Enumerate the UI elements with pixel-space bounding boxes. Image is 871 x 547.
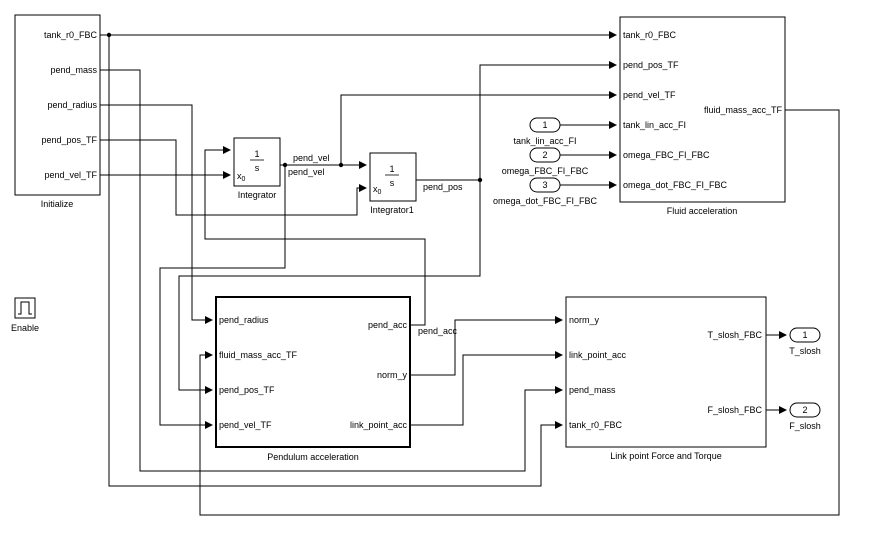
port-in-pend-mass: pend_mass [569,385,616,395]
outport-2[interactable]: 2 F_slosh [789,402,821,431]
block-title: Integrator [238,190,277,200]
branch-dot [106,32,112,38]
port-pend-pos-tf: pend_pos_TF [41,135,97,145]
pulse-icon [18,301,32,315]
port-pend-mass: pend_mass [50,65,97,75]
port-in-norm-y: norm_y [569,315,600,325]
port-tank-r0-fbc: tank_r0_FBC [44,30,98,40]
port-out-f-slosh-fbc: F_slosh_FBC [707,405,762,415]
wire-tank-r0-to-link[interactable] [108,35,563,487]
port-in-link-point-acc: link_point_acc [569,350,627,360]
wire-pend-acc-integrator[interactable] [204,146,426,326]
signal-label-pend-pos: pend_pos [423,182,463,192]
fluid-acceleration-block[interactable]: tank_r0_FBC pend_pos_TF pend_vel_TF tank… [619,16,786,216]
svg-text:1: 1 [542,120,547,130]
port-in-fluid-mass-acc: fluid_mass_acc_TF [219,350,298,360]
wire-link-point-acc[interactable] [410,351,563,426]
svg-text:2: 2 [542,150,547,160]
wire-pend-radius[interactable] [100,104,213,324]
outport-label: T_slosh [789,346,821,356]
wire-pend-mass[interactable] [100,69,563,472]
port-out-t-slosh-fbc: T_slosh_FBC [707,330,762,340]
inport-2[interactable]: 2 omega_FBC_FI_FBC [502,147,589,176]
svg-text:3: 3 [542,180,547,190]
port-in-pend-pos-tf: pend_pos_TF [623,60,679,70]
wire-pend-pos-tf-ic[interactable] [100,139,367,216]
integrator1-block[interactable]: 1 s x0 Integrator1 [369,152,417,215]
wire-pend-vel-fluid[interactable] [340,91,617,165]
port-out-fluid-mass-acc: fluid_mass_acc_TF [704,105,783,115]
initialize-block[interactable]: tank_r0_FBC pend_mass pend_radius pend_p… [14,14,101,209]
branch-dot [338,162,344,168]
wire-pend-acc-link[interactable] [410,316,563,376]
svg-text:1: 1 [802,330,807,340]
ic-label: x0 [373,184,382,196]
inport-1[interactable]: 1 tank_lin_acc_FI [513,117,577,146]
port-in-tank-r0-fbc: tank_r0_FBC [623,30,677,40]
block-title: Initialize [41,199,74,209]
wire-pend-pos-pendulum[interactable] [178,180,481,394]
port-in-pend-vel-tf: pend_vel_TF [219,420,272,430]
port-out-norm-y: norm_y [377,370,408,380]
integrator-block[interactable]: 1 s x0 Integrator [233,137,281,200]
port-in-omega: omega_FBC_FI_FBC [623,150,710,160]
outport-label: F_slosh [789,421,821,431]
port-in-pend-radius: pend_radius [219,315,269,325]
svg-text:2: 2 [802,405,807,415]
inport-label: tank_lin_acc_FI [513,136,576,146]
branch-dot [477,177,483,183]
tf-denominator: s [390,178,395,188]
wire-fluid-mass-acc[interactable] [199,109,840,516]
signal-lines [100,31,840,516]
tf-numerator: 1 [254,149,259,159]
inport-3[interactable]: 3 omega_dot_FBC_FI_FBC [493,177,598,206]
tf-denominator: s [255,163,260,173]
ic-label: x0 [237,171,246,183]
inport-label: omega_FBC_FI_FBC [502,166,589,176]
signal-label-pend-acc: pend_acc [418,326,458,336]
block-title: Link point Force and Torque [610,451,721,461]
port-in-pend-vel-tf: pend_vel_TF [623,90,676,100]
enable-block[interactable]: Enable [11,297,39,333]
port-in-tank-r0-fbc: tank_r0_FBC [569,420,623,430]
inport-label: omega_dot_FBC_FI_FBC [493,196,598,206]
block-title: Enable [11,323,39,333]
outport-1[interactable]: 1 T_slosh [789,327,821,356]
block-title: Integrator1 [370,205,414,215]
port-pend-vel-tf: pend_vel_TF [44,170,97,180]
wire-pend-vel-pendulum[interactable] [159,165,286,429]
port-in-omega-dot: omega_dot_FBC_FI_FBC [623,180,728,190]
port-in-tank-lin-acc: tank_lin_acc_FI [623,120,686,130]
port-out-link-point-acc: link_point_acc [350,420,408,430]
pendulum-acceleration-block[interactable]: pend_radius fluid_mass_acc_TF pend_pos_T… [215,296,411,462]
block-title: Fluid acceleration [667,206,738,216]
signal-label-pend-vel-2: pend_vel [288,167,325,177]
port-in-pend-pos-tf: pend_pos_TF [219,385,275,395]
branch-dot [282,162,288,168]
port-out-pend-acc: pend_acc [368,320,408,330]
block-title: Pendulum acceleration [267,452,359,462]
port-pend-radius: pend_radius [47,100,97,110]
link-point-block[interactable]: norm_y link_point_acc pend_mass tank_r0_… [565,296,767,461]
tf-numerator: 1 [389,164,394,174]
signal-label-pend-vel: pend_vel [293,153,330,163]
wire-pend-pos-fluid[interactable] [416,61,617,181]
